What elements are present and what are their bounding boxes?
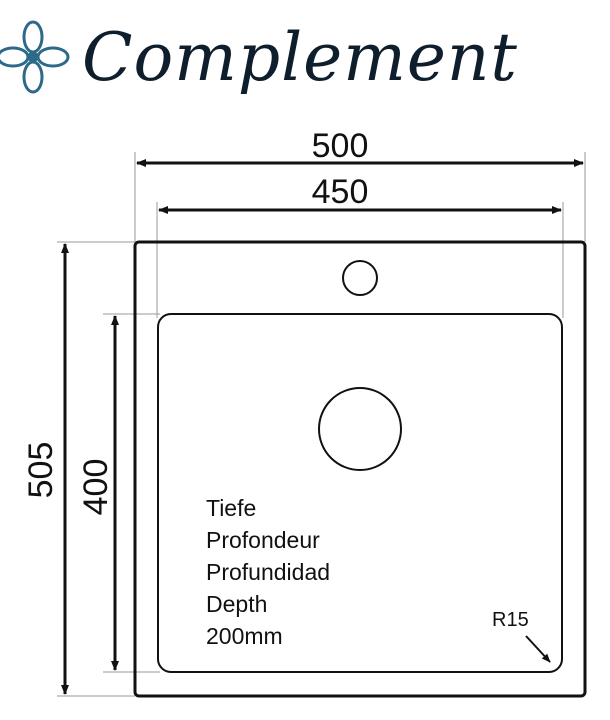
depth-note-value: 200mm bbox=[206, 623, 283, 649]
depth-note-line-fr: Profondeur bbox=[206, 527, 320, 553]
drain-hole bbox=[318, 387, 402, 471]
depth-note: Tiefe Profondeur Profundidad Depth 200mm bbox=[206, 495, 330, 649]
sink-outer-outline bbox=[133, 240, 587, 698]
depth-note-line-es: Profundidad bbox=[206, 559, 330, 585]
tap-hole bbox=[342, 260, 378, 296]
brand-logo: Complement bbox=[0, 19, 518, 96]
dimension-lines bbox=[61, 159, 584, 695]
corner-radius-arrow bbox=[525, 635, 551, 663]
depth-note-line-de: Tiefe bbox=[206, 495, 256, 521]
brand-name: Complement bbox=[82, 19, 518, 96]
outer-width-label: 500 bbox=[312, 127, 369, 165]
quatrefoil-knot-icon bbox=[0, 20, 70, 94]
corner-radius-label: R15 bbox=[492, 609, 529, 631]
inner-width-label: 450 bbox=[312, 173, 369, 211]
sink-basin-outline bbox=[157, 313, 563, 673]
depth-note-line-en: Depth bbox=[206, 591, 267, 617]
extension-lines bbox=[57, 152, 586, 697]
outer-depth-label: 505 bbox=[22, 442, 60, 499]
inner-depth-label: 400 bbox=[77, 459, 115, 516]
